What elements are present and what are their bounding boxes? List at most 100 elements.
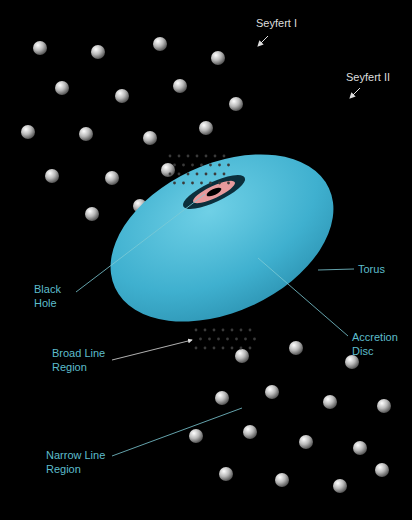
- broad-line-cloud: [208, 338, 211, 341]
- broad-line-cloud: [209, 164, 212, 167]
- narrow-line-cloud: [265, 385, 279, 399]
- narrow-line-cloud: [153, 37, 167, 51]
- broad-line-cloud: [173, 164, 176, 167]
- torus: [84, 121, 360, 355]
- narrow-line-cloud: [375, 463, 389, 477]
- narrow-line-cloud: [377, 399, 391, 413]
- broad-line-cloud: [169, 173, 172, 176]
- narrow-line-cloud: [353, 441, 367, 455]
- torus-body: [84, 121, 360, 355]
- narrow-line-cloud: [243, 425, 257, 439]
- broad-line-cloud: [227, 182, 230, 185]
- broad-line-cloud: [169, 155, 172, 158]
- broad-line-cloud: [223, 155, 226, 158]
- view-label: Seyfert I: [256, 16, 326, 30]
- broad-line-cloud: [213, 329, 216, 332]
- broad-line-cloud: [222, 329, 225, 332]
- narrow-line-cloud: [21, 125, 35, 139]
- narrow-line-cloud: [33, 41, 47, 55]
- broad-line-cloud: [195, 347, 198, 350]
- dot-group: [169, 155, 256, 350]
- leader-line: [112, 340, 192, 360]
- broad-line-cloud: [191, 182, 194, 185]
- narrow-line-cloud: [215, 391, 229, 405]
- narrow-line-cloud: [173, 79, 187, 93]
- view-arrow: [350, 88, 360, 98]
- narrow-line-cloud: [275, 473, 289, 487]
- broad-line-cloud: [191, 164, 194, 167]
- narrow-line-cloud: [45, 169, 59, 183]
- broad-line-cloud: [195, 329, 198, 332]
- broad-line-cloud: [240, 347, 243, 350]
- broad-line-cloud: [217, 338, 220, 341]
- broad-line-cloud: [244, 338, 247, 341]
- broad-line-cloud: [240, 329, 243, 332]
- leader-line: [76, 194, 205, 292]
- broad-line-cloud: [218, 164, 221, 167]
- broad-line-cloud: [205, 155, 208, 158]
- leader-lines: [76, 194, 354, 456]
- narrow-line-cloud: [323, 395, 337, 409]
- narrow-line-cloud: [143, 131, 157, 145]
- view-arrow: [258, 36, 268, 46]
- part-label: Black Hole: [34, 282, 74, 310]
- view-label: Seyfert II: [346, 70, 406, 84]
- narrow-line-cloud: [161, 163, 175, 177]
- region-label: Narrow Line Region: [46, 448, 116, 476]
- broad-line-cloud: [204, 347, 207, 350]
- broad-line-cloud: [226, 338, 229, 341]
- broad-line-cloud: [200, 182, 203, 185]
- broad-line-cloud: [196, 155, 199, 158]
- part-label: Torus: [358, 262, 406, 276]
- accretion-disc: [191, 177, 238, 207]
- broad-line-cloud: [182, 164, 185, 167]
- broad-line-cloud: [200, 164, 203, 167]
- broad-line-cloud: [187, 155, 190, 158]
- narrow-line-cloud: [299, 435, 313, 449]
- broad-line-cloud: [249, 329, 252, 332]
- narrow-line-cloud: [55, 81, 69, 95]
- broad-line-cloud: [173, 182, 176, 185]
- broad-line-cloud: [187, 173, 190, 176]
- cloud-group: [21, 37, 391, 493]
- broad-line-cloud: [218, 182, 221, 185]
- narrow-line-cloud: [79, 127, 93, 141]
- broad-line-cloud: [196, 173, 199, 176]
- broad-line-cloud: [204, 329, 207, 332]
- broad-line-cloud: [231, 329, 234, 332]
- narrow-line-cloud: [235, 349, 249, 363]
- broad-line-cloud: [214, 173, 217, 176]
- narrow-line-cloud: [91, 45, 105, 59]
- broad-line-cloud: [213, 347, 216, 350]
- narrow-line-cloud: [199, 121, 213, 135]
- part-label: Accretion Disc: [352, 330, 408, 358]
- broad-line-cloud: [214, 155, 217, 158]
- narrow-line-cloud: [289, 341, 303, 355]
- leader-line: [112, 408, 242, 456]
- leader-line: [258, 258, 348, 336]
- broad-line-cloud: [222, 347, 225, 350]
- leader-line: [318, 269, 354, 270]
- narrow-line-cloud: [115, 89, 129, 103]
- broad-line-cloud: [235, 338, 238, 341]
- narrow-line-cloud: [105, 171, 119, 185]
- narrow-line-cloud: [229, 97, 243, 111]
- narrow-line-cloud: [333, 479, 347, 493]
- broad-line-cloud: [249, 347, 252, 350]
- black-hole: [205, 186, 222, 198]
- narrow-line-cloud: [211, 51, 225, 65]
- torus-hole: [179, 169, 249, 216]
- broad-line-cloud: [231, 347, 234, 350]
- broad-line-cloud: [182, 182, 185, 185]
- broad-line-cloud: [209, 182, 212, 185]
- narrow-line-cloud: [85, 207, 99, 221]
- broad-line-cloud: [253, 338, 256, 341]
- broad-line-cloud: [223, 173, 226, 176]
- region-label: Broad Line Region: [52, 346, 120, 374]
- broad-line-cloud: [205, 173, 208, 176]
- broad-line-cloud: [178, 155, 181, 158]
- broad-line-cloud: [178, 173, 181, 176]
- narrow-line-cloud: [219, 467, 233, 481]
- broad-line-cloud: [227, 164, 230, 167]
